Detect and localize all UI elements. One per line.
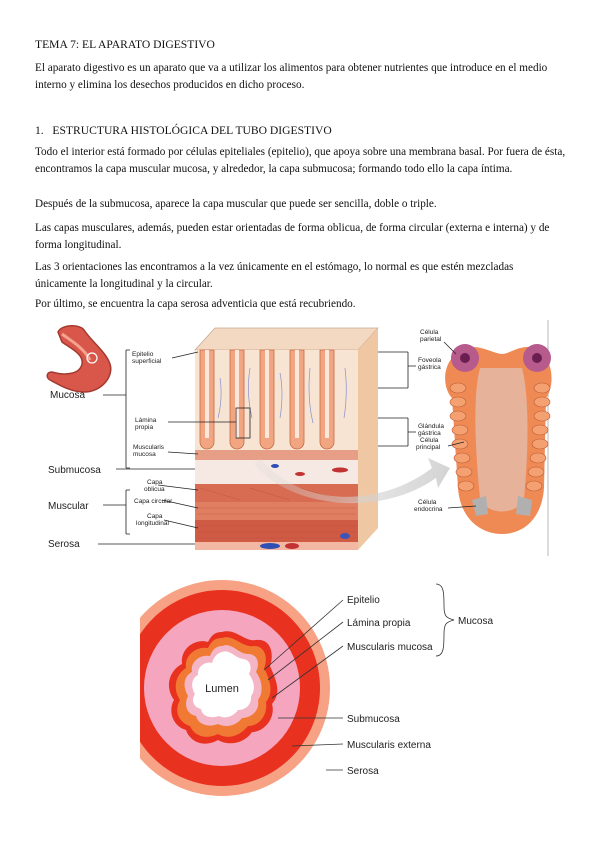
label-celula-parietal-1: Célula [420,329,439,336]
label-muscularis-mucosa-2: mucosa [133,451,156,458]
paragraph-2: Después de la submucosa, aparece la capa… [35,198,437,210]
label-celula-parietal-2: parietal [420,336,442,343]
intro-paragraph: El aparato digestivo es un aparato que v… [35,62,548,91]
label-epitelio-superficial-2: superficial [132,358,162,365]
label-capa-longitudinal-1: Capa [147,513,163,520]
label-capa-oblicua-1: Capa [147,479,163,486]
section-number: 1. [35,124,44,137]
tissue-block [194,327,379,550]
label-celula-principal-2: principal [416,444,441,451]
layer-label-muscular: Muscular [48,501,89,512]
zoom-arrow [254,458,450,504]
lumen-area [192,651,254,718]
label-capa-oblicua-2: oblicua [144,486,165,493]
label-celula-endocrina-2: endocrina [414,506,443,513]
histology-figure: Mucosa Submucosa Muscular Serosa Epiteli… [46,320,552,556]
paragraph-4: Las 3 orientaciones las encontramos a la… [35,261,514,290]
label-muscularis-mucosa-1: Muscularis [133,444,165,451]
label-epitelio: Epitelio [347,595,380,606]
paragraph-3: Las capas musculares, además, pueden est… [35,222,550,251]
label-lamina-propia: Lámina propia [347,618,411,629]
label-serosa: Serosa [347,766,379,777]
section-heading: 1. ESTRUCTURA HISTOLÓGICA DEL TUBO DIGES… [35,122,567,139]
label-lamina-propia-1: Lámina [135,417,157,424]
stomach-icon [46,325,112,393]
page-title: TEMA 7: EL APARATO DIGESTIVO [35,38,215,51]
label-epitelio-superficial-1: Epitelio [132,351,154,358]
label-foveola-gastrica-2: gástrica [418,364,441,371]
gland-detail [445,320,552,556]
label-mucosa: Mucosa [458,616,493,627]
layer-label-serosa: Serosa [48,539,80,550]
label-foveola-gastrica-1: Foveola [418,357,442,364]
label-submucosa: Submucosa [347,714,400,725]
label-lamina-propia-2: propia [135,424,153,431]
label-muscularis-externa: Muscularis externa [347,740,431,751]
label-celula-endocrina-1: Célula [418,499,437,506]
cross-section-figure: Lumen Epitelio Lámina propia Muscularis … [140,580,493,796]
label-glandula-gastrica-2: gástrica [418,430,441,437]
label-muscularis-mucosa: Muscularis mucosa [347,642,433,653]
paragraph-1: Todo el interior está formado por célula… [35,146,566,175]
label-capa-longitudinal-2: longitudinal [136,520,169,527]
paragraph-5: Por último, se encuentra la capa serosa … [35,298,356,310]
layer-label-mucosa: Mucosa [50,390,85,401]
layer-label-submucosa: Submucosa [48,465,101,476]
section-title: ESTRUCTURA HISTOLÓGICA DEL TUBO DIGESTIV… [52,124,332,137]
label-celula-principal-1: Célula [420,437,439,444]
lumen-label: Lumen [205,683,239,695]
label-capa-circular: Capa circular [134,498,173,505]
label-glandula-gastrica-1: Glándula [418,423,444,430]
